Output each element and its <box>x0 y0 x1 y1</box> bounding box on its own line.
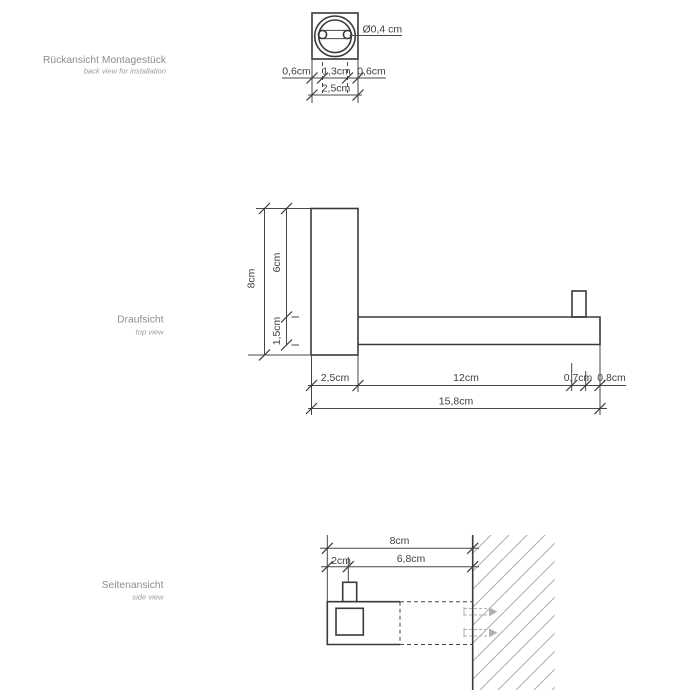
back-view-label-de: Rückansicht Montagestück <box>43 55 167 66</box>
top-view-label-de: Draufsicht <box>117 315 163 326</box>
tick <box>352 89 364 101</box>
tick <box>258 349 271 361</box>
back-view-drawing: Ø0,4 cm 0,6cm 1,3cm 0,6cm 2,5cm <box>282 12 403 103</box>
total-width-dim: 2,5cm <box>322 83 351 95</box>
tick <box>565 379 578 392</box>
tick <box>306 72 318 84</box>
arm-section-outline <box>335 607 365 636</box>
total-length-dim: 15,8cm <box>439 396 474 408</box>
tick <box>305 402 318 415</box>
tick <box>352 379 364 392</box>
side-view-label-en: side view <box>132 593 164 602</box>
top-view-label-en: top view <box>136 328 164 337</box>
tick <box>280 339 293 351</box>
holder-bar-outline <box>326 600 400 646</box>
tick <box>280 202 293 215</box>
wall-hatching <box>472 535 555 690</box>
right-offset-dim: 0,6cm <box>357 66 386 78</box>
pin-top-outline <box>341 581 358 603</box>
end-pin-outline <box>571 290 587 318</box>
tick <box>342 560 355 573</box>
wall-plate-outline <box>310 207 359 356</box>
wall-distance-dim: 8cm <box>390 535 410 547</box>
total-height-dim: 8cm <box>246 268 258 288</box>
tick <box>306 89 318 101</box>
tick <box>316 72 329 84</box>
screw-upper <box>463 607 498 617</box>
mounting-ring-inner <box>317 19 353 54</box>
tick <box>466 542 479 555</box>
plate-depth-dim: 2,5cm <box>321 372 350 384</box>
screw-hole-left <box>317 29 328 40</box>
tick <box>466 560 479 573</box>
holder-arm-outline <box>358 316 601 346</box>
tick <box>258 202 271 215</box>
tick <box>305 379 318 392</box>
tick <box>579 379 592 392</box>
end-offset-dim: 0,8cm <box>597 372 626 384</box>
arm-length-dim: 12cm <box>453 372 479 384</box>
screw-tip <box>489 628 498 638</box>
side-view-drawing: 8cm 2cm 6,8cm <box>320 535 555 690</box>
hole-spacing-dim: 1,3cm <box>322 66 351 78</box>
screw-tip <box>489 607 498 617</box>
pin-width-dim: 0,7cm <box>564 372 593 384</box>
mounting-ring-outer <box>313 15 357 58</box>
screw-hole-right <box>342 29 353 40</box>
tick <box>594 379 606 392</box>
tick <box>280 311 293 323</box>
top-view-drawing: 8cm 6cm 1,5cm 2,5cm 12cm 0,7cm 0,8cm 15,… <box>246 202 626 415</box>
left-offset-dim: 0,6cm <box>282 66 311 78</box>
view-labels: Rückansicht Montagestück back view for i… <box>43 55 167 602</box>
screw-lower <box>463 628 498 638</box>
side-view-label-de: Seitenansicht <box>102 580 164 591</box>
inner-depth-dim: 6,8cm <box>397 553 426 565</box>
hole-diameter-dim: Ø0,4 cm <box>363 24 403 36</box>
arm-thickness-dim: 1,5cm <box>271 316 283 345</box>
tick <box>594 402 606 415</box>
front-offset-dim: 2cm <box>331 555 351 567</box>
tick <box>352 72 364 84</box>
plate-height-dim: 6cm <box>271 252 283 272</box>
tick <box>321 560 334 573</box>
tick <box>321 542 334 555</box>
back-view-label-en: back view for installation <box>84 67 166 76</box>
tick <box>341 72 354 84</box>
